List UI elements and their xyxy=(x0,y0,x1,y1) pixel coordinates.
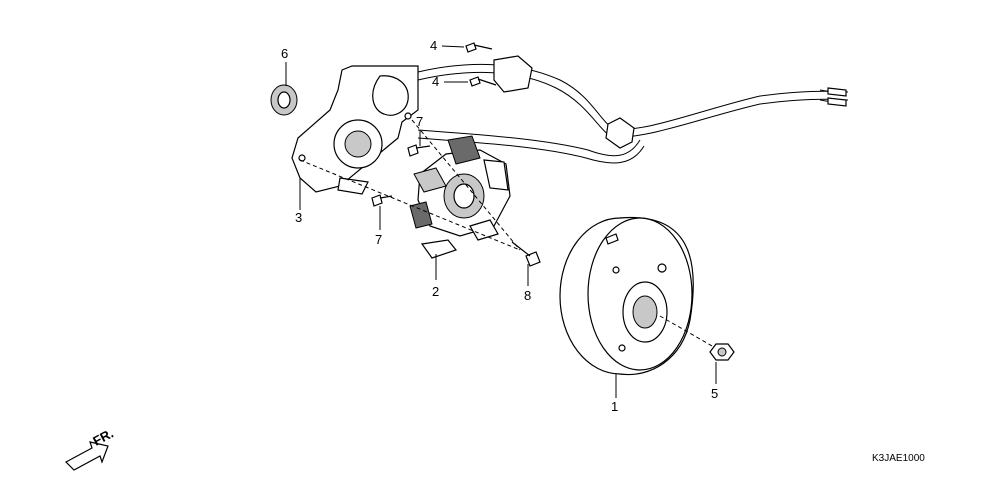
callout-6: 6 xyxy=(281,46,288,61)
wire-terminal xyxy=(827,87,847,107)
wire-clamp xyxy=(493,55,533,93)
flywheel xyxy=(559,216,694,376)
fasteners xyxy=(270,42,735,361)
stator-assembly xyxy=(409,135,511,259)
stator-cover-plate xyxy=(291,65,419,195)
wire-grommet xyxy=(605,117,635,149)
callout-1: 1 xyxy=(611,399,618,414)
screw-4a xyxy=(465,42,493,53)
diagram-code: K3JAE1000 xyxy=(872,453,925,464)
callout-4b: 4 xyxy=(432,74,439,89)
callouts: 1 2 3 4 4 5 6 7 7 8 xyxy=(281,38,718,414)
callout-7a: 7 xyxy=(416,114,423,129)
callout-5: 5 xyxy=(711,386,718,401)
callout-7b: 7 xyxy=(375,232,382,247)
screw-7b xyxy=(371,194,393,207)
screw-7a xyxy=(407,144,431,157)
screw-4b xyxy=(469,76,497,87)
front-arrow-icon xyxy=(65,441,109,471)
wire-harness xyxy=(417,63,849,164)
callout-4a: 4 xyxy=(430,38,437,53)
front-direction-indicator: FR. xyxy=(65,426,116,471)
callout-3: 3 xyxy=(295,210,302,225)
callout-2: 2 xyxy=(432,284,439,299)
callout-8: 8 xyxy=(524,288,531,303)
leader-lines xyxy=(285,45,717,398)
